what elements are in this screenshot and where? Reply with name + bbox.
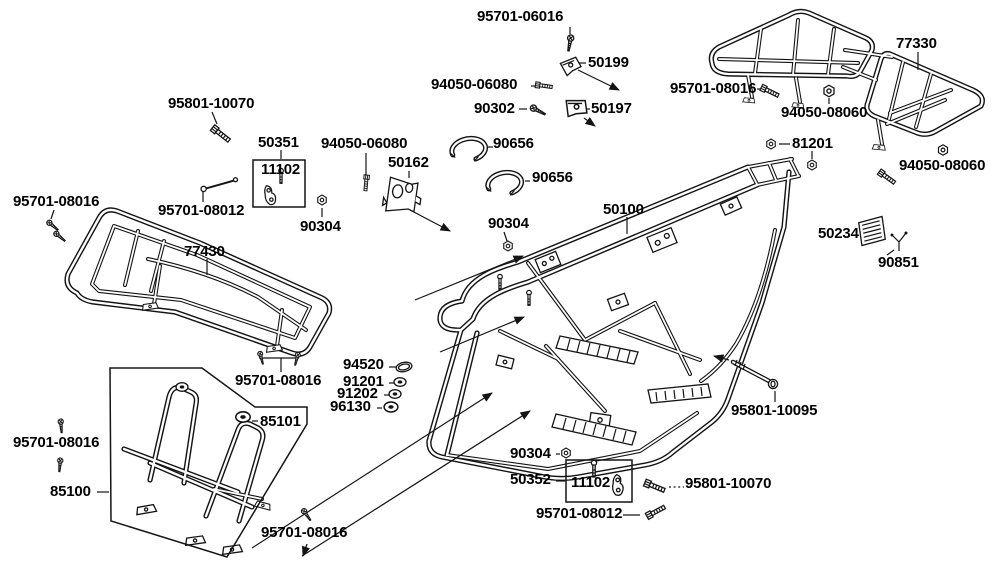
band-clamp-icon-90656 xyxy=(448,136,487,165)
bracket-icon-50197 xyxy=(561,95,591,122)
part-label-50351: 50351 xyxy=(258,134,299,151)
nut-icon-90304 xyxy=(503,240,513,252)
subframe-85100-drawing xyxy=(121,384,266,524)
stud-bolt-installed xyxy=(497,273,503,290)
carrier-foot-bracket xyxy=(871,144,887,151)
part-label-90851: 90851 xyxy=(878,254,919,271)
grommet-icon-85101 xyxy=(235,411,251,423)
part-label-50199: 50199 xyxy=(588,54,629,71)
bolt-icon-95701-08016 xyxy=(56,457,64,473)
part-label-50162: 50162 xyxy=(388,154,429,171)
part-label-94050-06080-a: 94050-06080 xyxy=(431,76,518,93)
nut-icon-81201 xyxy=(766,138,776,150)
callout-box-50352 xyxy=(565,459,633,503)
part-label-95801-10070-b: 95801-10070 xyxy=(685,475,772,492)
part-label-96130: 96130 xyxy=(330,398,371,415)
frame-detail-parts xyxy=(134,97,887,556)
clip-icon-90851 xyxy=(889,230,909,252)
callout-box-85100 xyxy=(109,367,308,558)
subframe-foot-pad xyxy=(184,534,207,547)
grommet-icon-91202 xyxy=(388,389,402,399)
leader-lines xyxy=(50,27,919,557)
part-label-95701-08016-e: 95701-08016 xyxy=(261,524,348,541)
bracket-icon-50162 xyxy=(381,176,422,213)
part-label-95701-08016-b: 95701-08016 xyxy=(13,193,100,210)
carrier-foot-bracket xyxy=(742,97,756,104)
bolt-icon-94050-06080 xyxy=(534,81,554,91)
part-label-91202: 91202 xyxy=(337,385,378,402)
long-bolt-icon-95801-10095 xyxy=(730,359,779,390)
part-label-90656-b: 90656 xyxy=(532,169,573,186)
grommet-85101-installed xyxy=(175,382,189,392)
screw-icon-90302 xyxy=(528,103,548,118)
rear-carrier-77330-drawing xyxy=(708,8,985,146)
part-label-95801-10095: 95801-10095 xyxy=(731,402,818,419)
part-label-11102-b: 11102 xyxy=(571,474,611,491)
part-label-94050-08060-a: 94050-08060 xyxy=(781,104,868,121)
nut-icon-81201 xyxy=(807,159,817,171)
callout-boxes xyxy=(109,159,633,558)
plate-icon-50234 xyxy=(857,215,887,247)
part-label-50100: 50100 xyxy=(603,201,644,218)
part-label-77330: 77330 xyxy=(896,35,937,52)
bolt-icon-95701-08016 xyxy=(876,168,898,186)
band-clamp-icon-90656 xyxy=(484,170,523,199)
o-ring-icon-94520 xyxy=(394,360,414,374)
bolt-icon-95701-08016 xyxy=(52,229,68,244)
grommet-icon-91201 xyxy=(393,377,407,387)
part-label-90304-b: 90304 xyxy=(488,215,529,232)
part-label-95701-06016: 95701-06016 xyxy=(477,8,564,25)
bolt-icon-95801-10070 xyxy=(642,478,667,495)
bolt-icon-95701-08016 xyxy=(45,218,61,233)
part-label-95801-10070-a: 95801-10070 xyxy=(168,95,255,112)
bolt-icon-95701-08016 xyxy=(57,418,65,434)
part-label-95701-08016-a: 95701-08016 xyxy=(670,80,757,97)
part-label-90656-a: 90656 xyxy=(493,135,534,152)
nut-icon-94050-08060 xyxy=(937,144,949,156)
part-label-90304-a: 90304 xyxy=(300,218,341,235)
bracket-icon-11102 xyxy=(263,184,277,206)
part-icons xyxy=(45,33,949,523)
bolt-icon-94050-06080 xyxy=(362,174,370,192)
part-label-50352: 50352 xyxy=(510,471,551,488)
part-label-95701-08016-d: 95701-08016 xyxy=(13,434,100,451)
part-label-95701-08012-b: 95701-08012 xyxy=(536,505,623,522)
grommet-icon-96130 xyxy=(383,401,399,413)
bracket-icon-50199 xyxy=(559,56,583,77)
bolt-icon-95701-06016 xyxy=(564,33,575,53)
part-label-81201: 81201 xyxy=(792,135,833,152)
bolt-icon-95801-10070 xyxy=(209,124,232,145)
part-label-85100: 85100 xyxy=(50,483,91,500)
nut-icon-94050-08060 xyxy=(823,84,835,98)
bolt-icon-95701-08012 xyxy=(199,176,240,193)
part-label-94050-08060-b: 94050-08060 xyxy=(899,157,986,174)
subframe-foot-pad xyxy=(134,503,158,516)
bolt-icon-95701-08016 xyxy=(759,83,781,100)
nut-icon-90304 xyxy=(561,447,571,459)
part-label-11102-a: 11102 xyxy=(261,161,301,178)
stud-bolt-installed xyxy=(526,289,532,306)
callout-box-50351 xyxy=(252,159,306,208)
part-label-90302: 90302 xyxy=(474,100,515,117)
part-label-91201: 91201 xyxy=(343,373,384,390)
part-label-94050-06080-b: 94050-06080 xyxy=(321,135,408,152)
front-carrier-77430-drawing xyxy=(64,207,333,357)
part-label-85101: 85101 xyxy=(260,413,301,430)
part-label-77430: 77430 xyxy=(184,243,225,260)
nut-icon-90304 xyxy=(317,194,327,206)
part-label-95701-08016-c: 95701-08016 xyxy=(235,372,322,389)
subframe-foot-pad xyxy=(253,500,272,511)
part-label-50234: 50234 xyxy=(818,225,859,242)
bracket-icon-11102 xyxy=(610,473,626,497)
part-label-95701-08012-a: 95701-08012 xyxy=(158,202,245,219)
part-label-50197: 50197 xyxy=(591,100,632,117)
bolt-icon-95701-08012 xyxy=(644,503,667,520)
part-label-94520: 94520 xyxy=(343,356,384,373)
part-label-90304-c: 90304 xyxy=(510,445,551,462)
